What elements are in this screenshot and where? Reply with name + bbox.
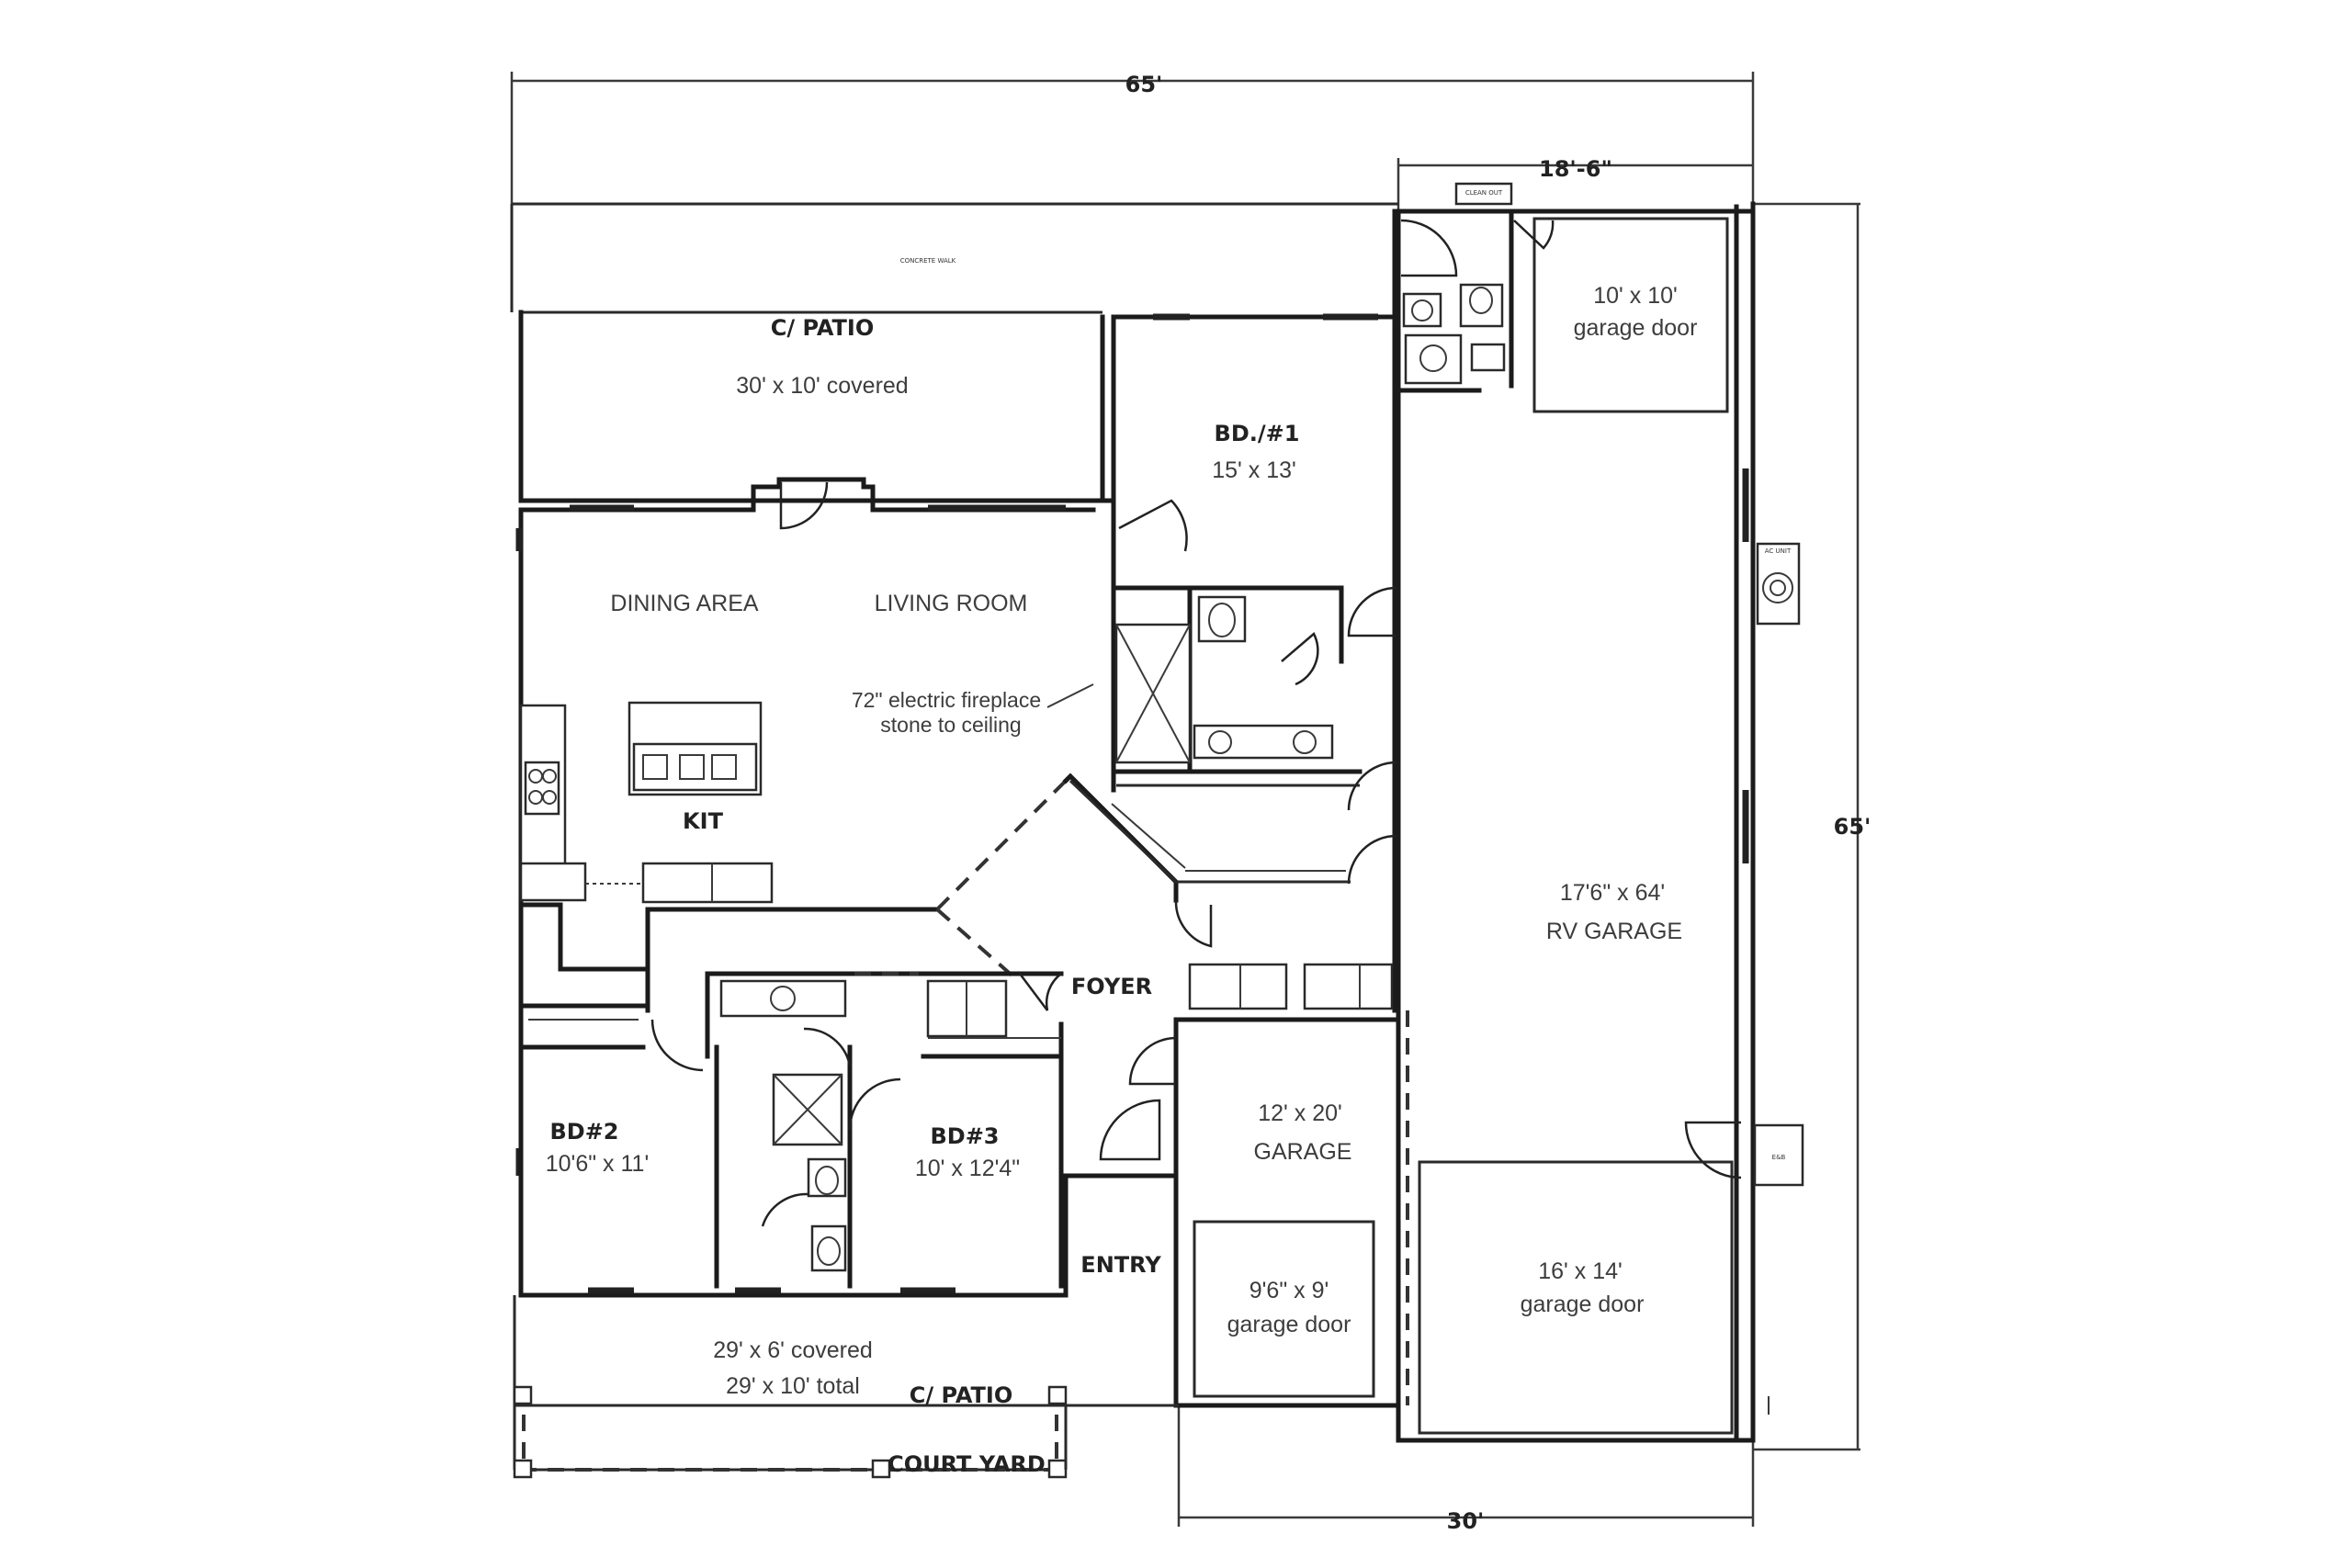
foyer-label: FOYER bbox=[1071, 974, 1152, 999]
rear-patio-door[interactable] bbox=[779, 481, 829, 530]
rear-walkway: CONCRETE WALK bbox=[510, 202, 1398, 314]
front-patio-line1: 29' x 6' covered bbox=[713, 1337, 873, 1363]
dining-label: DINING AREA bbox=[610, 591, 758, 616]
bath2b-door[interactable] bbox=[761, 1192, 809, 1227]
rv-garage: AC UNIT E&B bbox=[1396, 201, 1804, 1443]
dim-bottom-garage: 30' bbox=[1447, 1508, 1485, 1534]
house-walls bbox=[518, 209, 1401, 1408]
svg-text:CLEAN OUT: CLEAN OUT bbox=[1465, 189, 1503, 197]
bedroom2-size: 10'6" x 11' bbox=[546, 1151, 649, 1177]
bath1-door[interactable] bbox=[1347, 586, 1397, 637]
bedroom3-size: 10' x 12'4" bbox=[915, 1156, 1020, 1181]
laundry-cabinets bbox=[1188, 963, 1394, 1010]
front-patio-line2: 29' x 10' total bbox=[726, 1373, 860, 1399]
fireplace-line2: stone to ceiling bbox=[880, 713, 1021, 737]
rv-garage-size: 17'6" x 64' bbox=[1560, 880, 1665, 906]
closet3-door[interactable] bbox=[1019, 973, 1062, 1011]
svg-text:AC UNIT: AC UNIT bbox=[1765, 547, 1792, 555]
rear-patio-size: 30' x 10' covered bbox=[736, 373, 908, 399]
small-garage-door-size: 9'6" x 9' bbox=[1250, 1278, 1329, 1303]
rv-half-bath: CLEAN OUT bbox=[1396, 182, 1514, 398]
bedrooms-2-3 bbox=[518, 971, 1064, 1298]
rv-side-door[interactable] bbox=[1684, 1121, 1742, 1179]
bed2-door[interactable] bbox=[650, 1019, 704, 1072]
rv-garage-name: RV GARAGE bbox=[1546, 919, 1682, 944]
closet1-door[interactable] bbox=[1347, 761, 1397, 811]
front-patio bbox=[513, 1295, 1179, 1479]
dim-top-overall: 65' bbox=[1125, 72, 1163, 97]
garage-entry-door[interactable] bbox=[1128, 1036, 1177, 1086]
front-patio-name: C/ PATIO bbox=[910, 1382, 1013, 1408]
front-entry-door[interactable] bbox=[1099, 1099, 1161, 1161]
rv-top-door-size: 10' x 10' bbox=[1593, 283, 1678, 309]
fireplace-line1: 72" electric fireplace bbox=[852, 688, 1041, 712]
bedroom2-name: BD#2 bbox=[549, 1119, 618, 1145]
bed3-door[interactable] bbox=[848, 1077, 901, 1131]
master-bath bbox=[1111, 585, 1363, 787]
wc-door[interactable] bbox=[1281, 632, 1319, 686]
bed1-door[interactable] bbox=[1118, 499, 1188, 552]
rear-patio-name: C/ PATIO bbox=[771, 315, 875, 341]
small-garage bbox=[1173, 1010, 1409, 1408]
kitchen-walls bbox=[518, 902, 940, 1013]
garage-name: GARAGE bbox=[1254, 1139, 1352, 1165]
rv-top-door-type: garage door bbox=[1574, 315, 1698, 341]
living-label: LIVING ROOM bbox=[875, 591, 1028, 616]
foyer-opening bbox=[935, 779, 1068, 911]
kitchen-cabinets bbox=[519, 701, 774, 904]
rv-bottom-door-size: 16' x 14' bbox=[1538, 1258, 1623, 1284]
dimension-lines bbox=[510, 72, 1860, 1527]
bedroom1-name: BD./#1 bbox=[1215, 421, 1300, 446]
svg-text:CONCRETE WALK: CONCRETE WALK bbox=[900, 257, 956, 265]
closet1b-door[interactable] bbox=[1347, 834, 1397, 885]
bedroom3-name: BD#3 bbox=[930, 1123, 999, 1149]
bath2-door[interactable] bbox=[803, 1027, 852, 1066]
bedroom1-size: 15' x 13' bbox=[1212, 457, 1296, 483]
entry-label: ENTRY bbox=[1080, 1252, 1161, 1278]
bed-hall-door[interactable] bbox=[1174, 899, 1213, 948]
dim-top-garage: 18'-6" bbox=[1539, 156, 1612, 182]
garage-size: 12' x 20' bbox=[1258, 1100, 1342, 1126]
rv-bath-door-b[interactable] bbox=[1513, 220, 1555, 250]
dim-right-overall: 65' bbox=[1834, 814, 1871, 840]
svg-text:E&B: E&B bbox=[1772, 1154, 1786, 1161]
rv-bath-door[interactable] bbox=[1400, 219, 1458, 277]
kitchen-label: KIT bbox=[683, 808, 724, 834]
small-garage-door-type: garage door bbox=[1227, 1312, 1351, 1337]
rv-bottom-door-type: garage door bbox=[1521, 1292, 1645, 1317]
courtyard-label: COURT YARD bbox=[888, 1451, 1046, 1477]
rear-windows bbox=[515, 313, 1378, 1294]
